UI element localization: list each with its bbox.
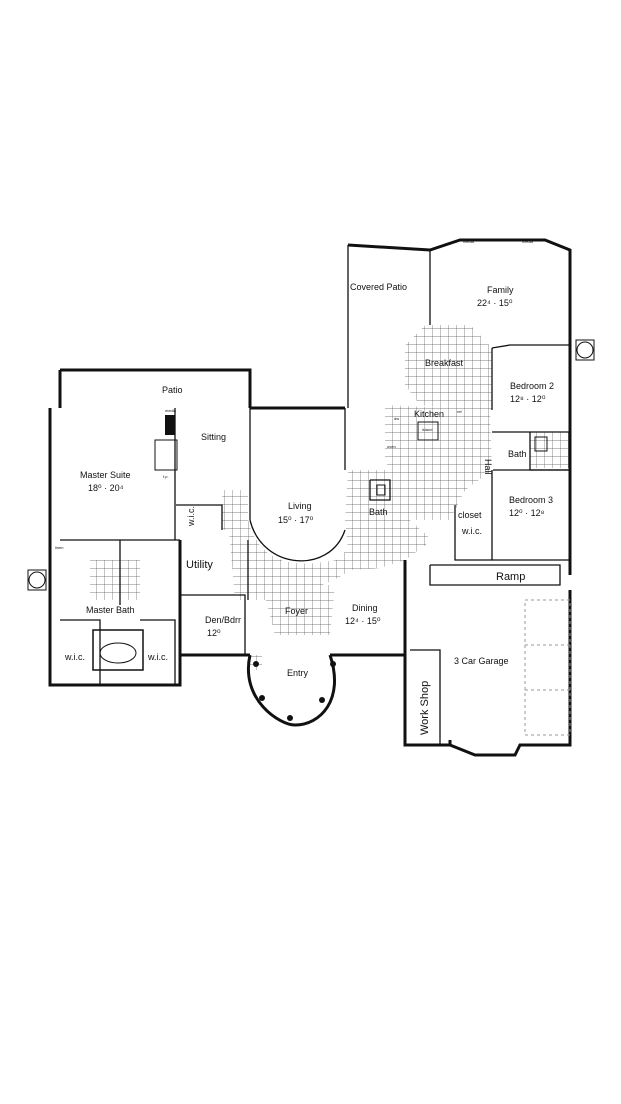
foyer-label: Foyer xyxy=(285,606,308,616)
svg-text:media: media xyxy=(165,408,177,413)
shower-tile xyxy=(90,560,140,600)
entry-label: Entry xyxy=(287,668,309,678)
svg-text:media: media xyxy=(522,239,534,244)
ac-unit-right-icon xyxy=(576,341,594,359)
media-unit-icon xyxy=(165,415,175,435)
patio-label: Patio xyxy=(162,385,183,395)
family-dim: 22⁴ · 15⁰ xyxy=(477,298,513,308)
family-label: Family xyxy=(487,285,514,295)
gallery-tile xyxy=(345,470,432,570)
garage-doors xyxy=(524,599,571,736)
covered-patio-label: Covered Patio xyxy=(350,282,407,292)
wic-left-label: w.i.c. xyxy=(64,652,85,662)
kitchen-label: Kitchen xyxy=(414,409,444,419)
dining-label: Dining xyxy=(352,603,378,613)
living-label: Living xyxy=(288,501,312,511)
svg-text:ref: ref xyxy=(457,409,463,414)
master-bath-label: Master Bath xyxy=(86,605,135,615)
bedroom2-dim: 12⁸ · 12⁰ xyxy=(510,394,546,404)
room-labels: Covered Patio Family 22⁴ · 15⁰ media med… xyxy=(55,239,554,735)
fireplace-icon xyxy=(154,439,178,471)
closet-label: closet xyxy=(458,510,482,520)
garage-label: 3 Car Garage xyxy=(454,656,509,666)
work-shop-label: Work Shop xyxy=(419,681,431,735)
bedroom3-label: Bedroom 3 xyxy=(509,495,553,505)
toilet-icon xyxy=(376,484,386,496)
living-arc-tile xyxy=(228,520,360,600)
svg-text:oven: oven xyxy=(387,444,396,449)
tiled-floors xyxy=(90,325,570,670)
ac-unit-left-icon xyxy=(28,571,46,589)
tub-frame-icon xyxy=(92,629,144,671)
bedroom3-dim: 12⁰ · 12⁸ xyxy=(509,508,545,518)
exterior-walls xyxy=(48,238,572,757)
fixtures xyxy=(27,339,595,671)
kitchen-tile xyxy=(385,405,492,520)
utility-label: Utility xyxy=(186,559,213,571)
dining-dim: 12⁴ · 15⁰ xyxy=(345,616,381,626)
den-dim: 12⁰ xyxy=(207,628,221,638)
bedroom2-label: Bedroom 2 xyxy=(510,381,554,391)
svg-text:island: island xyxy=(422,427,432,432)
svg-text:f.p.: f.p. xyxy=(163,474,169,479)
living-dim: 15⁰ · 17⁰ xyxy=(278,515,314,525)
bath-hall-label: Bath xyxy=(508,449,527,459)
bath-center-label: Bath xyxy=(369,507,388,517)
svg-text:media: media xyxy=(463,239,475,244)
master-suite-dim: 18⁰ · 20⁴ xyxy=(88,483,124,493)
hall-bath-tile xyxy=(530,432,570,468)
breakfast-tile xyxy=(405,325,492,410)
cooktop-icon xyxy=(417,421,439,441)
foyer-tile xyxy=(262,585,335,635)
ramp-label: Ramp xyxy=(496,571,525,583)
svg-text:dw: dw xyxy=(394,416,399,421)
sitting-label: Sitting xyxy=(201,432,226,442)
bathtub-icon xyxy=(99,642,137,664)
wic-hall-label: w.i.c. xyxy=(461,526,482,536)
sitting-hall-tile xyxy=(222,490,248,530)
svg-text:linen: linen xyxy=(55,545,63,550)
wic-right-label: w.i.c. xyxy=(147,652,168,662)
master-suite-label: Master Suite xyxy=(80,470,131,480)
breakfast-label: Breakfast xyxy=(425,358,464,368)
den-label: Den/Bdrr xyxy=(205,615,241,625)
entry-portico xyxy=(246,654,336,727)
wic-sitting-label: w.i.c. xyxy=(186,506,196,527)
hall-label: Hall xyxy=(483,459,493,475)
sink-icon xyxy=(534,436,548,452)
